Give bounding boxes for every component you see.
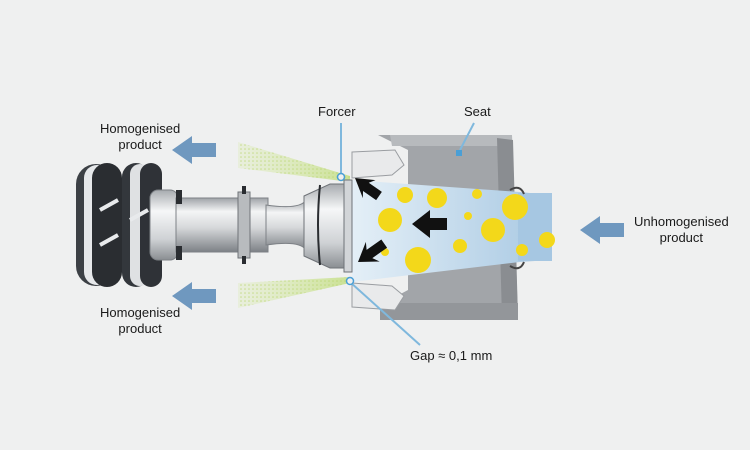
homogenised-top-line1: Homogenised: [100, 121, 181, 136]
force-arrows: [355, 178, 447, 262]
homogenised-bottom-line2: product: [118, 321, 162, 336]
seat-ring: [351, 149, 525, 311]
arrow-left-icon: [172, 136, 216, 164]
product-particles: [378, 187, 555, 273]
arrow-black-icon: [355, 178, 382, 201]
unhomogenised-line1: Unhomogenised: [634, 214, 729, 229]
homogenised-bottom-line1: Homogenised: [100, 305, 181, 320]
arrow-black-icon: [412, 210, 447, 238]
forcer-label: Forcer: [318, 104, 356, 119]
arrow-left-icon: [580, 216, 624, 244]
arrow-black-icon: [358, 239, 388, 262]
seat-marker: [456, 150, 462, 156]
homogenised-top-line2: product: [118, 137, 162, 152]
spray-cones: [238, 142, 350, 308]
homogenised-product-bottom-label: Homogenised product: [100, 305, 180, 337]
unhomogenised-line2: product: [659, 230, 704, 245]
gap-label: Gap ≈ 0,1 mm: [410, 348, 493, 363]
unhomogenised-product-label: Unhomogenised product: [634, 214, 729, 246]
arrow-left-icon: [172, 282, 216, 310]
seat-label: Seat: [464, 104, 491, 119]
homogenised-product-top-label: Homogenised product: [100, 121, 180, 153]
forcer-marker: [336, 172, 346, 182]
leader-lines: [340, 122, 475, 346]
forcer-assembly: [76, 163, 353, 287]
gap-marker: [345, 276, 355, 286]
